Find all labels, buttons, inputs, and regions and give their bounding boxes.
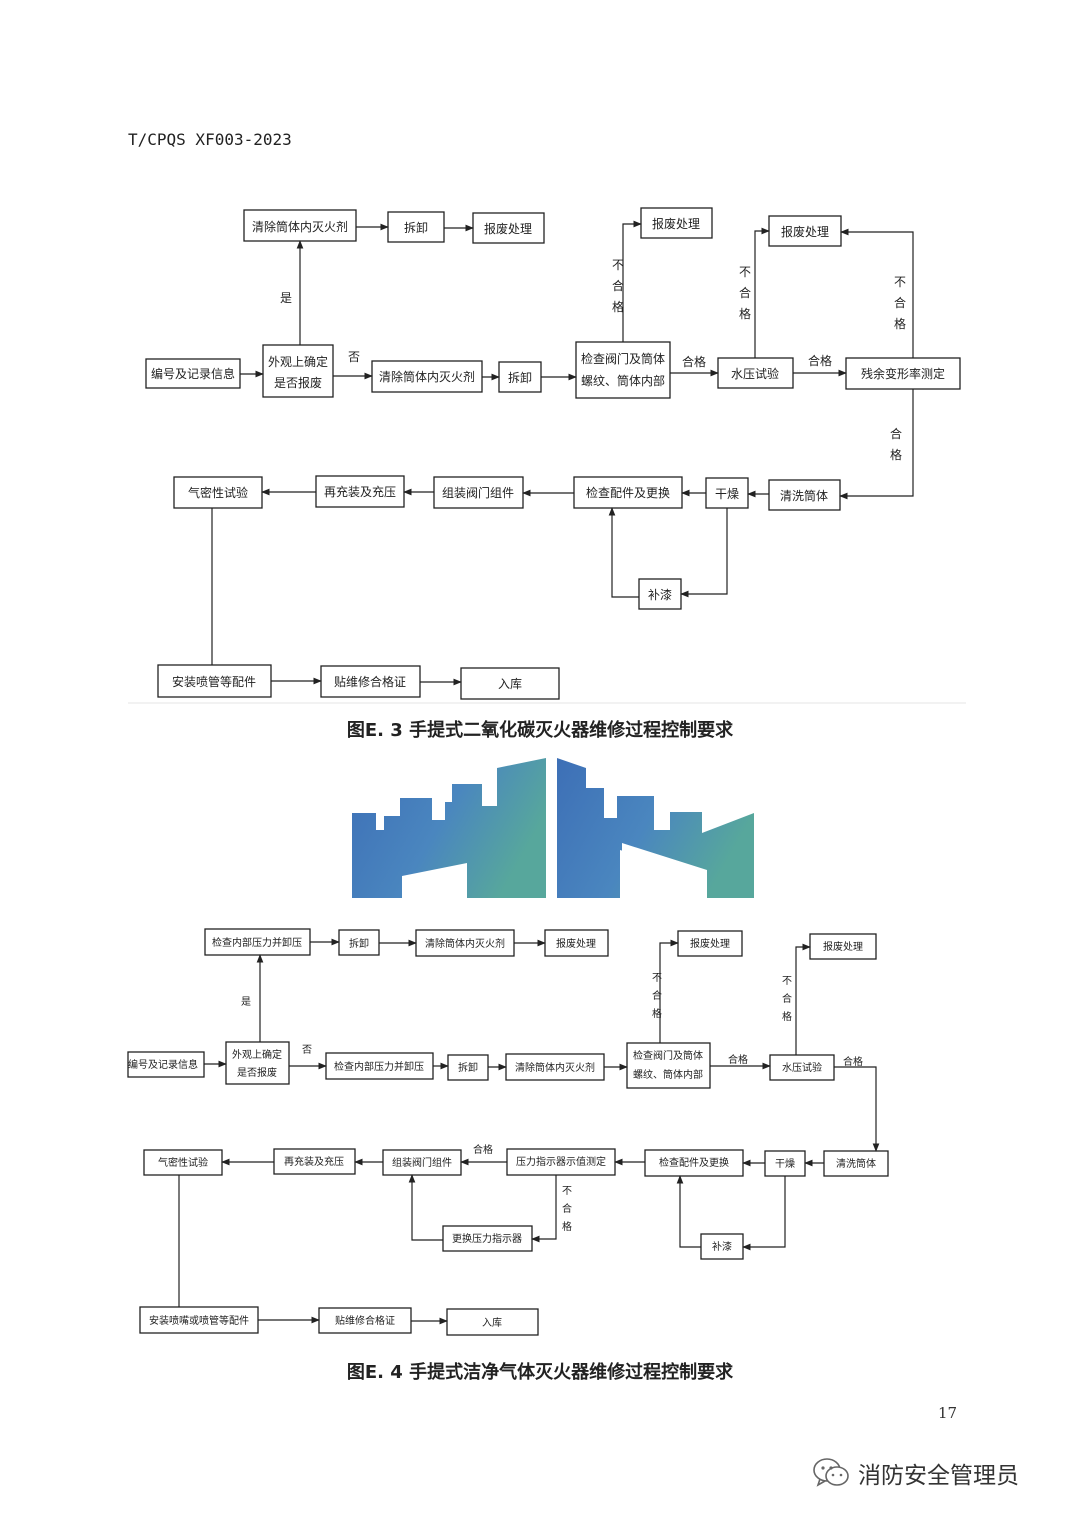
label-yes: 是 — [241, 996, 251, 1008]
label-fail-2c: 格 — [739, 306, 751, 321]
node-recharge: 再充装及充压 — [324, 484, 396, 499]
label-fail-1c: 格 — [612, 299, 624, 314]
label-pass-3b: 格 — [890, 447, 902, 462]
node-airtight: 气密性试验 — [158, 1156, 208, 1169]
watermark: 消防安全管理员 — [812, 1456, 1019, 1490]
node-clear-top: 清除筒体内灭火剂 — [252, 219, 348, 234]
node-scrap-top: 报废处理 — [484, 221, 532, 236]
node-residual: 残余变形率测定 — [861, 366, 945, 381]
node-recharge: 再充装及充压 — [284, 1155, 344, 1168]
node-dry: 干燥 — [775, 1158, 795, 1170]
node-hydro: 水压试验 — [782, 1061, 822, 1074]
label-fail-1a: 不 — [612, 258, 624, 272]
label-pass-1: 合格 — [728, 1053, 748, 1066]
node-disassemble-mid: 拆卸 — [508, 370, 532, 385]
flowchart-e3: 清除筒体内灭火剂 拆卸 报废处理 编号及记录信息 外观上确定 是否报废 清除筒体… — [128, 207, 966, 704]
node-check-valve-l2: 螺纹、筒体内部 — [581, 373, 665, 388]
node-label: 贴维修合格证 — [334, 674, 406, 689]
node-disassemble-mid: 拆卸 — [458, 1061, 478, 1074]
node-scrap-hydro: 报废处理 — [823, 940, 863, 953]
label-fail-3a: 不 — [894, 275, 906, 289]
label-fail-3c: 格 — [562, 1220, 572, 1233]
node-check-valve-l1: 检查阀门及筒体 — [633, 1049, 703, 1062]
node-clear-top: 清除筒体内灭火剂 — [425, 937, 505, 950]
node-disassemble-top: 拆卸 — [349, 937, 369, 950]
label-fail-3b: 合 — [562, 1202, 572, 1215]
figure-e3-caption: 图E. 3 手提式二氧化碳灭火器维修过程控制要求 — [346, 720, 734, 741]
node-appearance-l1: 外观上确定 — [232, 1048, 282, 1061]
node-check-pressure-mid: 检查内部压力并卸压 — [334, 1060, 424, 1073]
label-fail-2b: 合 — [782, 992, 792, 1005]
label-fail-2a: 不 — [782, 976, 792, 987]
node-airtight: 气密性试验 — [188, 485, 248, 500]
node-storage: 入库 — [498, 676, 522, 691]
node-clear-mid: 清除筒体内灭火剂 — [379, 369, 475, 384]
label-fail-2b: 合 — [739, 285, 751, 300]
label-fail-1c: 格 — [652, 1007, 662, 1020]
node-storage: 入库 — [482, 1316, 502, 1329]
node-assemble: 组装阀门组件 — [392, 1156, 452, 1169]
node-appearance-l2: 是否报废 — [237, 1066, 277, 1079]
node-dry: 干燥 — [715, 487, 739, 501]
box-check-valve — [626, 1042, 711, 1089]
watermark-text: 消防安全管理员 — [858, 1463, 1019, 1489]
node-check-pressure-top: 检查内部压力并卸压 — [212, 936, 302, 949]
node-assemble: 组装阀门组件 — [442, 485, 514, 500]
label-no: 否 — [302, 1044, 312, 1056]
flowchart-e4: 检查内部压力并卸压 拆卸 清除筒体内灭火剂 报废处理 编号及记录信息 外观上确定… — [127, 928, 889, 1336]
node-pressure-indicator: 压力指示器示值测定 — [516, 1155, 606, 1168]
node-scrap-hydro: 报废处理 — [781, 224, 829, 239]
page-number: 17 — [938, 1404, 958, 1422]
wechat-icon — [813, 1458, 849, 1487]
document-code: T/CPQS XF003-2023 — [128, 130, 292, 149]
node-replace-indicator: 更换压力指示器 — [452, 1232, 522, 1245]
node-install: 安装喷嘴或喷管等配件 — [149, 1314, 249, 1327]
node-clean: 清洗筒体 — [836, 1157, 876, 1170]
node-install: 安装喷管等配件 — [172, 674, 256, 689]
node-touchup: 补漆 — [712, 1240, 732, 1253]
label-pass-3: 合格 — [473, 1143, 493, 1156]
label-fail-1b: 合 — [652, 989, 662, 1002]
node-hydro: 水压试验 — [731, 366, 779, 381]
label-fail-2c: 格 — [782, 1010, 792, 1023]
label-fail-3b: 合 — [894, 295, 906, 310]
node-scrap-valve: 报废处理 — [690, 937, 730, 950]
label-pass-3a: 合 — [890, 426, 902, 441]
node-appearance-l1: 外观上确定 — [268, 354, 328, 369]
box-check-valve — [575, 341, 671, 399]
node-appearance-l2: 是否报废 — [274, 375, 322, 390]
label-fail-1a: 不 — [652, 973, 662, 984]
node-check-parts: 检查配件及更换 — [659, 1156, 729, 1169]
node-check-valve-l1: 检查阀门及筒体 — [581, 351, 665, 366]
label-fail-2a: 不 — [739, 265, 751, 279]
figure-e4-caption: 图E. 4 手提式洁净气体灭火器维修过程控制要求 — [346, 1362, 734, 1383]
node-check-valve-l2: 螺纹、筒体内部 — [633, 1068, 703, 1081]
node-label: 贴维修合格证 — [335, 1314, 395, 1327]
label-no: 否 — [348, 350, 360, 364]
logo-image — [352, 758, 754, 898]
node-clear-mid: 清除筒体内灭火剂 — [515, 1061, 595, 1074]
label-fail-1b: 合 — [612, 278, 624, 293]
label-pass-2: 合格 — [843, 1055, 863, 1068]
node-clean: 清洗筒体 — [780, 488, 828, 503]
node-record: 编号及记录信息 — [128, 1058, 198, 1071]
node-scrap-top: 报废处理 — [556, 937, 596, 950]
node-scrap-valve: 报废处理 — [652, 216, 700, 231]
node-touchup: 补漆 — [648, 588, 672, 602]
node-disassemble-top: 拆卸 — [404, 220, 428, 235]
label-pass-2: 合格 — [808, 353, 832, 368]
label-yes: 是 — [280, 291, 292, 305]
label-fail-3a: 不 — [562, 1186, 572, 1197]
label-fail-3c: 格 — [894, 316, 906, 331]
node-check-parts: 检查配件及更换 — [586, 485, 670, 500]
label-pass-1: 合格 — [682, 354, 706, 369]
node-record: 编号及记录信息 — [151, 366, 235, 381]
